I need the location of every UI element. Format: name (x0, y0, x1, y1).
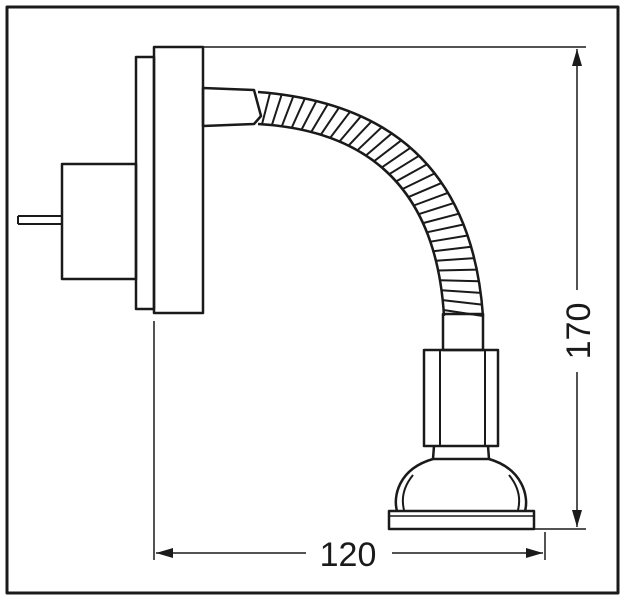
reflector-rim (387, 509, 536, 531)
wall-base-plate (134, 45, 205, 315)
gooseneck-rib (365, 132, 393, 157)
gooseneck-rib (438, 268, 477, 272)
gooseneck-rib (261, 92, 271, 125)
gooseneck-rib (356, 126, 383, 152)
gooseneck-arm (257, 90, 485, 317)
gooseneck-rib (388, 154, 420, 176)
gooseneck-rib (300, 100, 318, 131)
plug-pin (17, 215, 62, 225)
neck-collar (441, 312, 485, 352)
gooseneck-rib (338, 115, 362, 143)
lamp-holder (422, 348, 500, 448)
gooseneck-rib (430, 234, 468, 243)
gooseneck-rib (433, 245, 472, 253)
gooseneck-rib (413, 191, 449, 207)
drawing-frame (5, 5, 620, 595)
gooseneck-rib (329, 111, 351, 139)
gooseneck-rib (435, 257, 475, 262)
gooseneck-rib (395, 163, 428, 183)
gooseneck-rib (441, 289, 481, 294)
height-label: 170 (560, 303, 598, 360)
gooseneck-rib (373, 139, 402, 162)
gooseneck-rib (422, 212, 460, 225)
gooseneck-rib (381, 146, 411, 169)
gooseneck-rib (280, 95, 295, 127)
gooseneck-rib (426, 223, 464, 234)
width-dimension (153, 321, 546, 560)
gooseneck-rib (418, 202, 455, 216)
gooseneck-rib (310, 103, 329, 133)
gooseneck-rib (408, 181, 442, 199)
gooseneck-rib (402, 172, 436, 190)
gooseneck-rib (290, 98, 306, 129)
reflector-bulb (394, 445, 528, 512)
gooseneck-rib (319, 107, 340, 136)
plug-body (60, 162, 138, 281)
gooseneck-rib (442, 299, 483, 306)
neck-connector (201, 86, 263, 128)
height-dimension (203, 46, 586, 530)
gooseneck-rib (270, 94, 283, 126)
width-label: 120 (320, 536, 377, 574)
gooseneck-rib (347, 120, 373, 147)
gooseneck-rib (439, 279, 479, 283)
